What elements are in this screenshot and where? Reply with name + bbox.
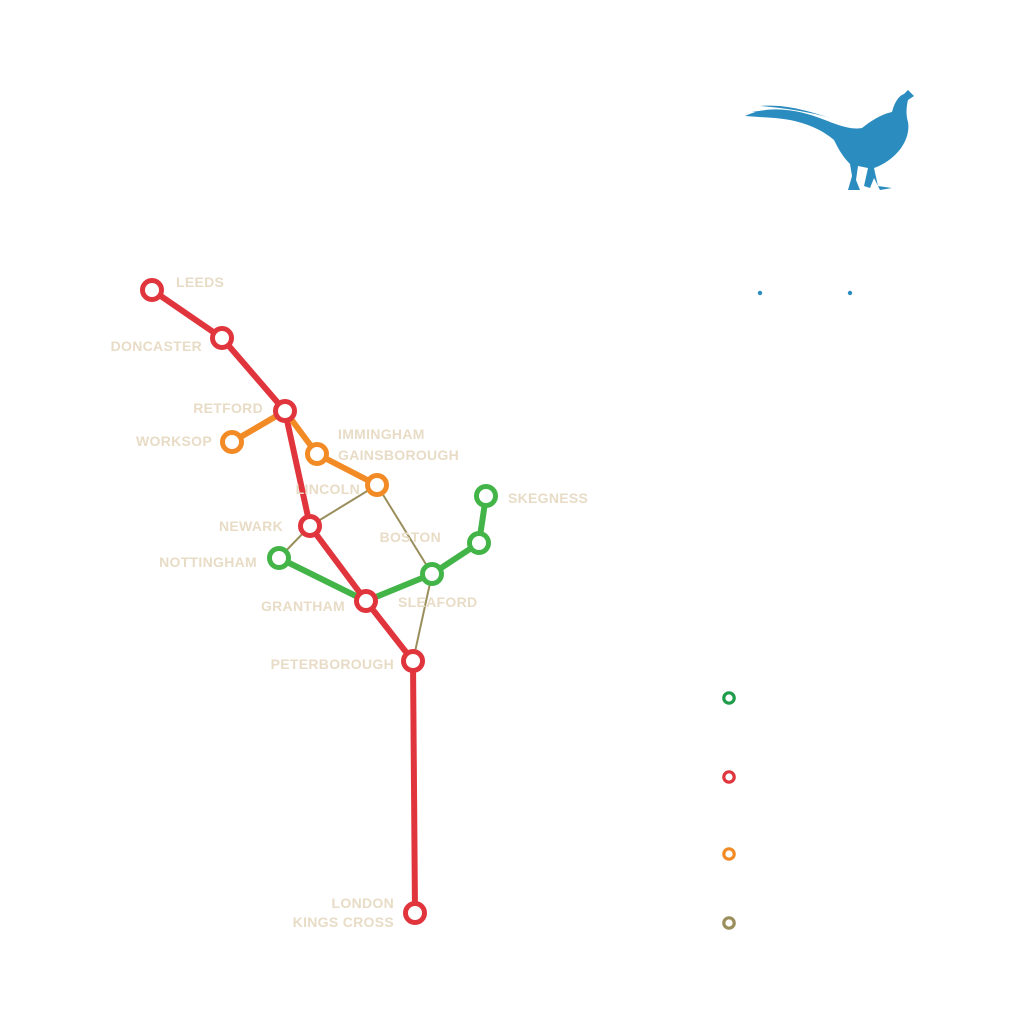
line-green (276, 493, 489, 604)
label-lincoln: LINCOLN (296, 481, 360, 497)
pheasant-icon (745, 90, 914, 190)
label-newark: NEWARK (219, 518, 283, 534)
legend-marker-3 (722, 847, 736, 861)
station-newark[interactable] (298, 514, 322, 538)
label-leeds: LEEDS (176, 274, 224, 290)
station-london[interactable] (403, 901, 427, 925)
label-grantham: GRANTHAM (261, 598, 345, 614)
label-worksop: WORKSOP (136, 433, 212, 449)
station-boston[interactable] (467, 531, 491, 555)
station-lincoln[interactable] (365, 473, 389, 497)
station-skegness[interactable] (474, 484, 498, 508)
station-retford[interactable] (273, 399, 297, 423)
station-sleaford[interactable] (420, 562, 444, 586)
dot-marker-left (757, 290, 763, 296)
legend-marker-2 (722, 770, 736, 784)
label-immingham: IMMINGHAM (338, 426, 425, 442)
legend (722, 691, 736, 930)
station-gainsborough[interactable] (305, 442, 329, 466)
label-peterborough: PETERBOROUGH (271, 656, 394, 672)
label-sleaford: SLEAFORD (398, 594, 477, 610)
label-doncaster: DONCASTER (111, 338, 202, 354)
line-orange (229, 408, 380, 488)
legend-marker-1 (722, 691, 736, 705)
station-worksop[interactable] (220, 430, 244, 454)
label-skegness: SKEGNESS (508, 490, 588, 506)
label-gainsborough: GAINSBOROUGH (338, 447, 459, 463)
stations (140, 278, 498, 925)
dot-marker-right (847, 290, 853, 296)
label-retford: RETFORD (193, 400, 263, 416)
label-boston: BOSTON (380, 529, 441, 545)
station-peterborough[interactable] (401, 649, 425, 673)
station-labels: LEEDS DONCASTER RETFORD WORKSOP IMMINGHAM GAI… (111, 274, 588, 930)
station-grantham[interactable] (354, 589, 378, 613)
line-olive-1 (278, 484, 433, 662)
legend-marker-4 (722, 916, 736, 930)
label-nottingham: NOTTINGHAM (159, 554, 257, 570)
station-nottingham[interactable] (267, 546, 291, 570)
station-leeds[interactable] (140, 278, 164, 302)
station-doncaster[interactable] (210, 326, 234, 350)
